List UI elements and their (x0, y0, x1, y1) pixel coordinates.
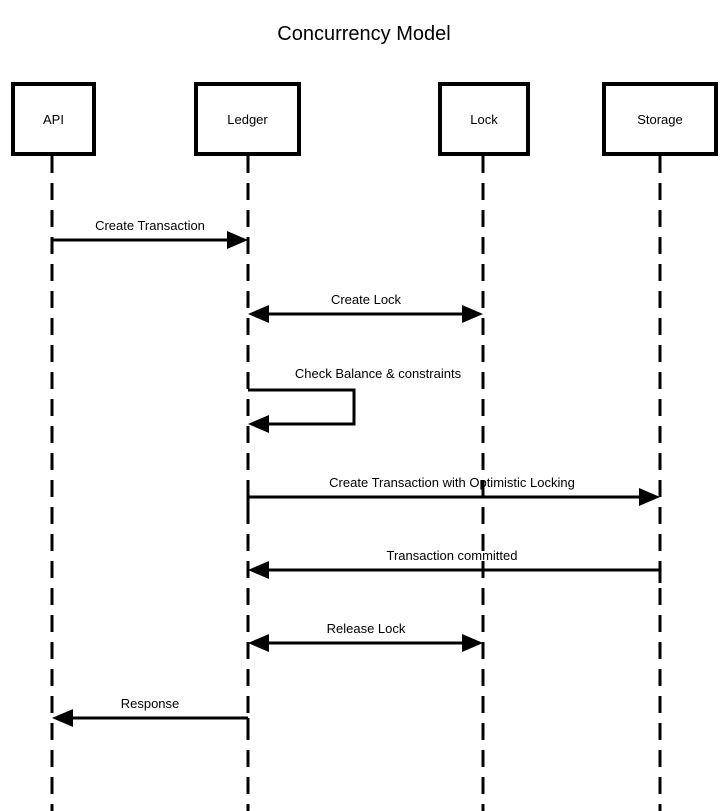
message-label-m1: Create Transaction (95, 218, 205, 233)
message-m5[interactable] (248, 561, 662, 583)
participant-box-ledger (194, 82, 301, 156)
message-m3[interactable] (248, 388, 356, 433)
participant-lock[interactable]: Lock (438, 82, 530, 156)
arrowhead-m7 (52, 709, 73, 727)
self-message-path-m3 (248, 388, 356, 426)
participant-box-api (11, 82, 96, 156)
message-label-m2: Create Lock (331, 292, 402, 307)
messages-group (50, 231, 662, 731)
message-m4[interactable] (246, 488, 660, 510)
message-label-m4: Create Transaction with Optimistic Locki… (329, 475, 575, 490)
message-m2[interactable] (248, 305, 483, 323)
message-m6[interactable] (248, 634, 483, 652)
participant-label-lock: Lock (470, 112, 498, 127)
arrowhead-m5 (248, 561, 269, 579)
lifelines-group (50, 156, 662, 811)
participant-api[interactable]: API (11, 82, 96, 156)
arrowhead-m1 (227, 231, 248, 249)
participant-box-storage (602, 82, 718, 156)
participant-label-api: API (43, 112, 64, 127)
participant-label-ledger: Ledger (227, 112, 268, 127)
arrowhead-m3 (248, 415, 269, 433)
arrowhead-m4 (639, 488, 660, 506)
arrowhead-m2 (462, 305, 483, 323)
message-label-m7: Response (121, 696, 180, 711)
message-label-m3: Check Balance & constraints (295, 366, 462, 381)
page-title: Concurrency Model (277, 23, 450, 45)
participant-box-lock (438, 82, 530, 156)
message-m7[interactable] (52, 709, 250, 731)
message-label-m6: Release Lock (327, 621, 406, 636)
message-label-m5: Transaction committed (386, 548, 517, 563)
participant-label-storage: Storage (637, 112, 683, 127)
message-m1[interactable] (50, 231, 248, 253)
participant-ledger[interactable]: Ledger (194, 82, 301, 156)
participants-group: API Ledger Lock Storage (11, 82, 718, 156)
arrowhead-m6 (462, 634, 483, 652)
arrowhead-start-m6 (248, 634, 269, 652)
arrowhead-start-m2 (248, 305, 269, 323)
participant-storage[interactable]: Storage (602, 82, 718, 156)
